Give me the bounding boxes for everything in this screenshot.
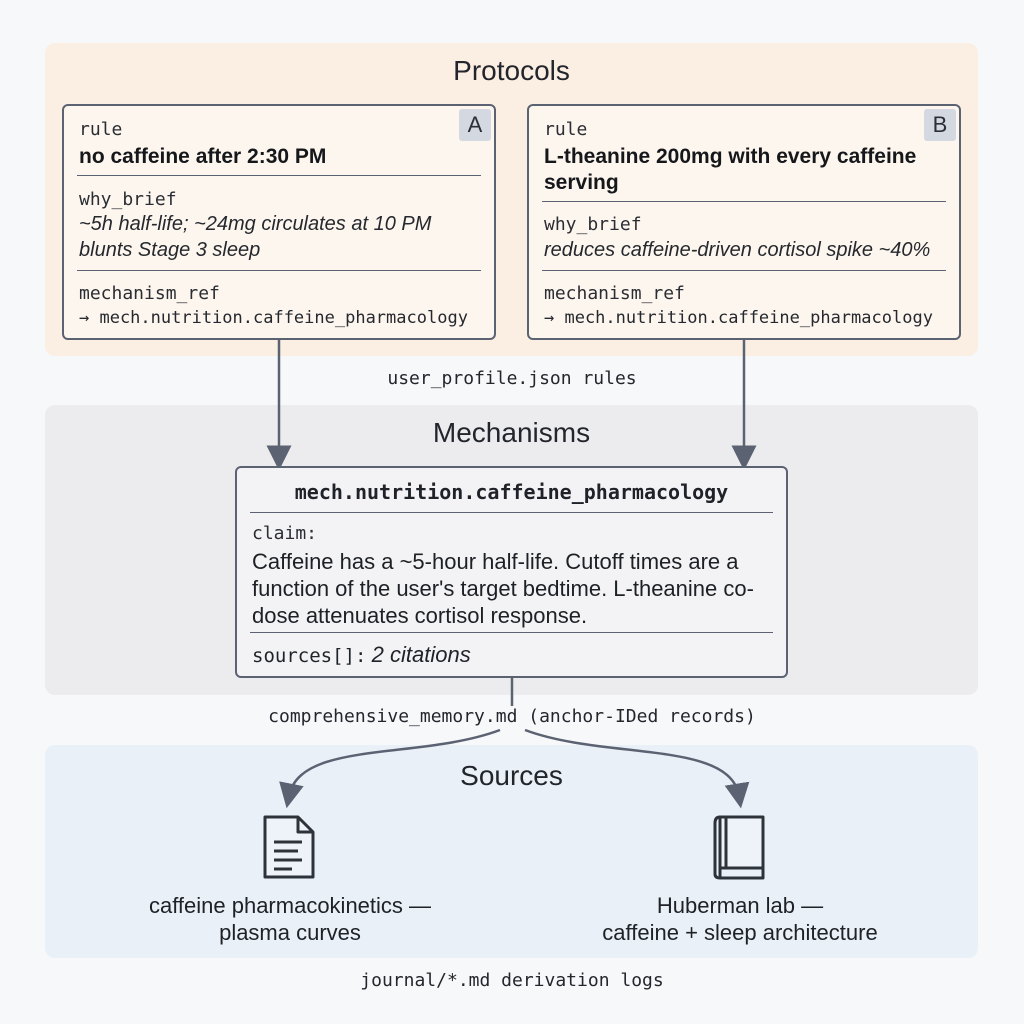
card-badge: B: [924, 109, 956, 141]
source-subtitle: caffeine + sleep architecture: [602, 920, 878, 945]
sources-count: 2 citations: [371, 642, 471, 667]
mechanism-ref-link: → mech.nutrition.caffeine_pharmacology: [544, 308, 933, 328]
divider: [542, 201, 946, 202]
mechanism-ref-label: mechanism_ref: [79, 283, 220, 304]
source-title: Huberman lab —: [656, 893, 824, 918]
divider: [250, 632, 773, 633]
mechanism-card: mech.nutrition.caffeine_pharmacology cla…: [235, 466, 788, 678]
sources-band: Sources: [45, 745, 978, 958]
divider: [542, 270, 946, 271]
mechanisms-title: Mechanisms: [432, 417, 591, 448]
claim-label: claim:: [252, 523, 318, 544]
mechanism-ref-label: mechanism_ref: [544, 283, 685, 304]
sources-label: sources[]:: [252, 645, 367, 667]
sources-line: sources[]: 2 citations: [252, 642, 471, 668]
mechanism-ref-link: → mech.nutrition.caffeine_pharmacology: [79, 308, 468, 328]
caption-user-profile: user_profile.json rules: [387, 368, 637, 389]
caption-text: comprehensive_memory.md (anchor-IDed rec…: [264, 706, 760, 727]
source-item-huberman: Huberman lab — caffeine + sleep architec…: [560, 892, 920, 946]
rule-text: no caffeine after 2:30 PM: [79, 145, 327, 168]
why-brief-label: why_brief: [79, 189, 177, 210]
why-brief-label: why_brief: [544, 214, 642, 235]
claim-text: Caffeine has a ~5-hour half-life. Cutoff…: [252, 549, 754, 628]
document-icon: [263, 815, 315, 879]
protocols-title: Protocols: [453, 55, 570, 86]
divider: [250, 512, 773, 513]
divider: [77, 270, 481, 271]
source-subtitle: plasma curves: [219, 920, 361, 945]
book-icon: [713, 815, 765, 880]
protocol-card-b: B rule L-theanine 200mg with every caffe…: [527, 104, 961, 340]
source-title: caffeine pharmacokinetics —: [148, 893, 432, 918]
rule-label: rule: [79, 119, 123, 140]
rule-label: rule: [544, 119, 588, 140]
sources-title: Sources: [460, 760, 563, 791]
rule-text: L-theanine 200mg with every caffeine ser…: [544, 145, 917, 194]
why-brief-text: reduces caffeine-driven cortisol spike ~…: [544, 239, 931, 261]
caption-comprehensive-memory: comprehensive_memory.md (anchor-IDed rec…: [0, 706, 1024, 727]
caption-journal: journal/*.md derivation logs: [360, 970, 664, 991]
card-badge: A: [459, 109, 491, 141]
mechanism-id: mech.nutrition.caffeine_pharmacology: [294, 480, 729, 504]
protocol-card-a: A rule no caffeine after 2:30 PM why_bri…: [62, 104, 496, 340]
divider: [77, 175, 481, 176]
why-brief-text: ~5h half-life; ~24mg circulates at 10 PM…: [79, 213, 432, 261]
source-item-pharmacokinetics: caffeine pharmacokinetics — plasma curve…: [110, 892, 470, 946]
